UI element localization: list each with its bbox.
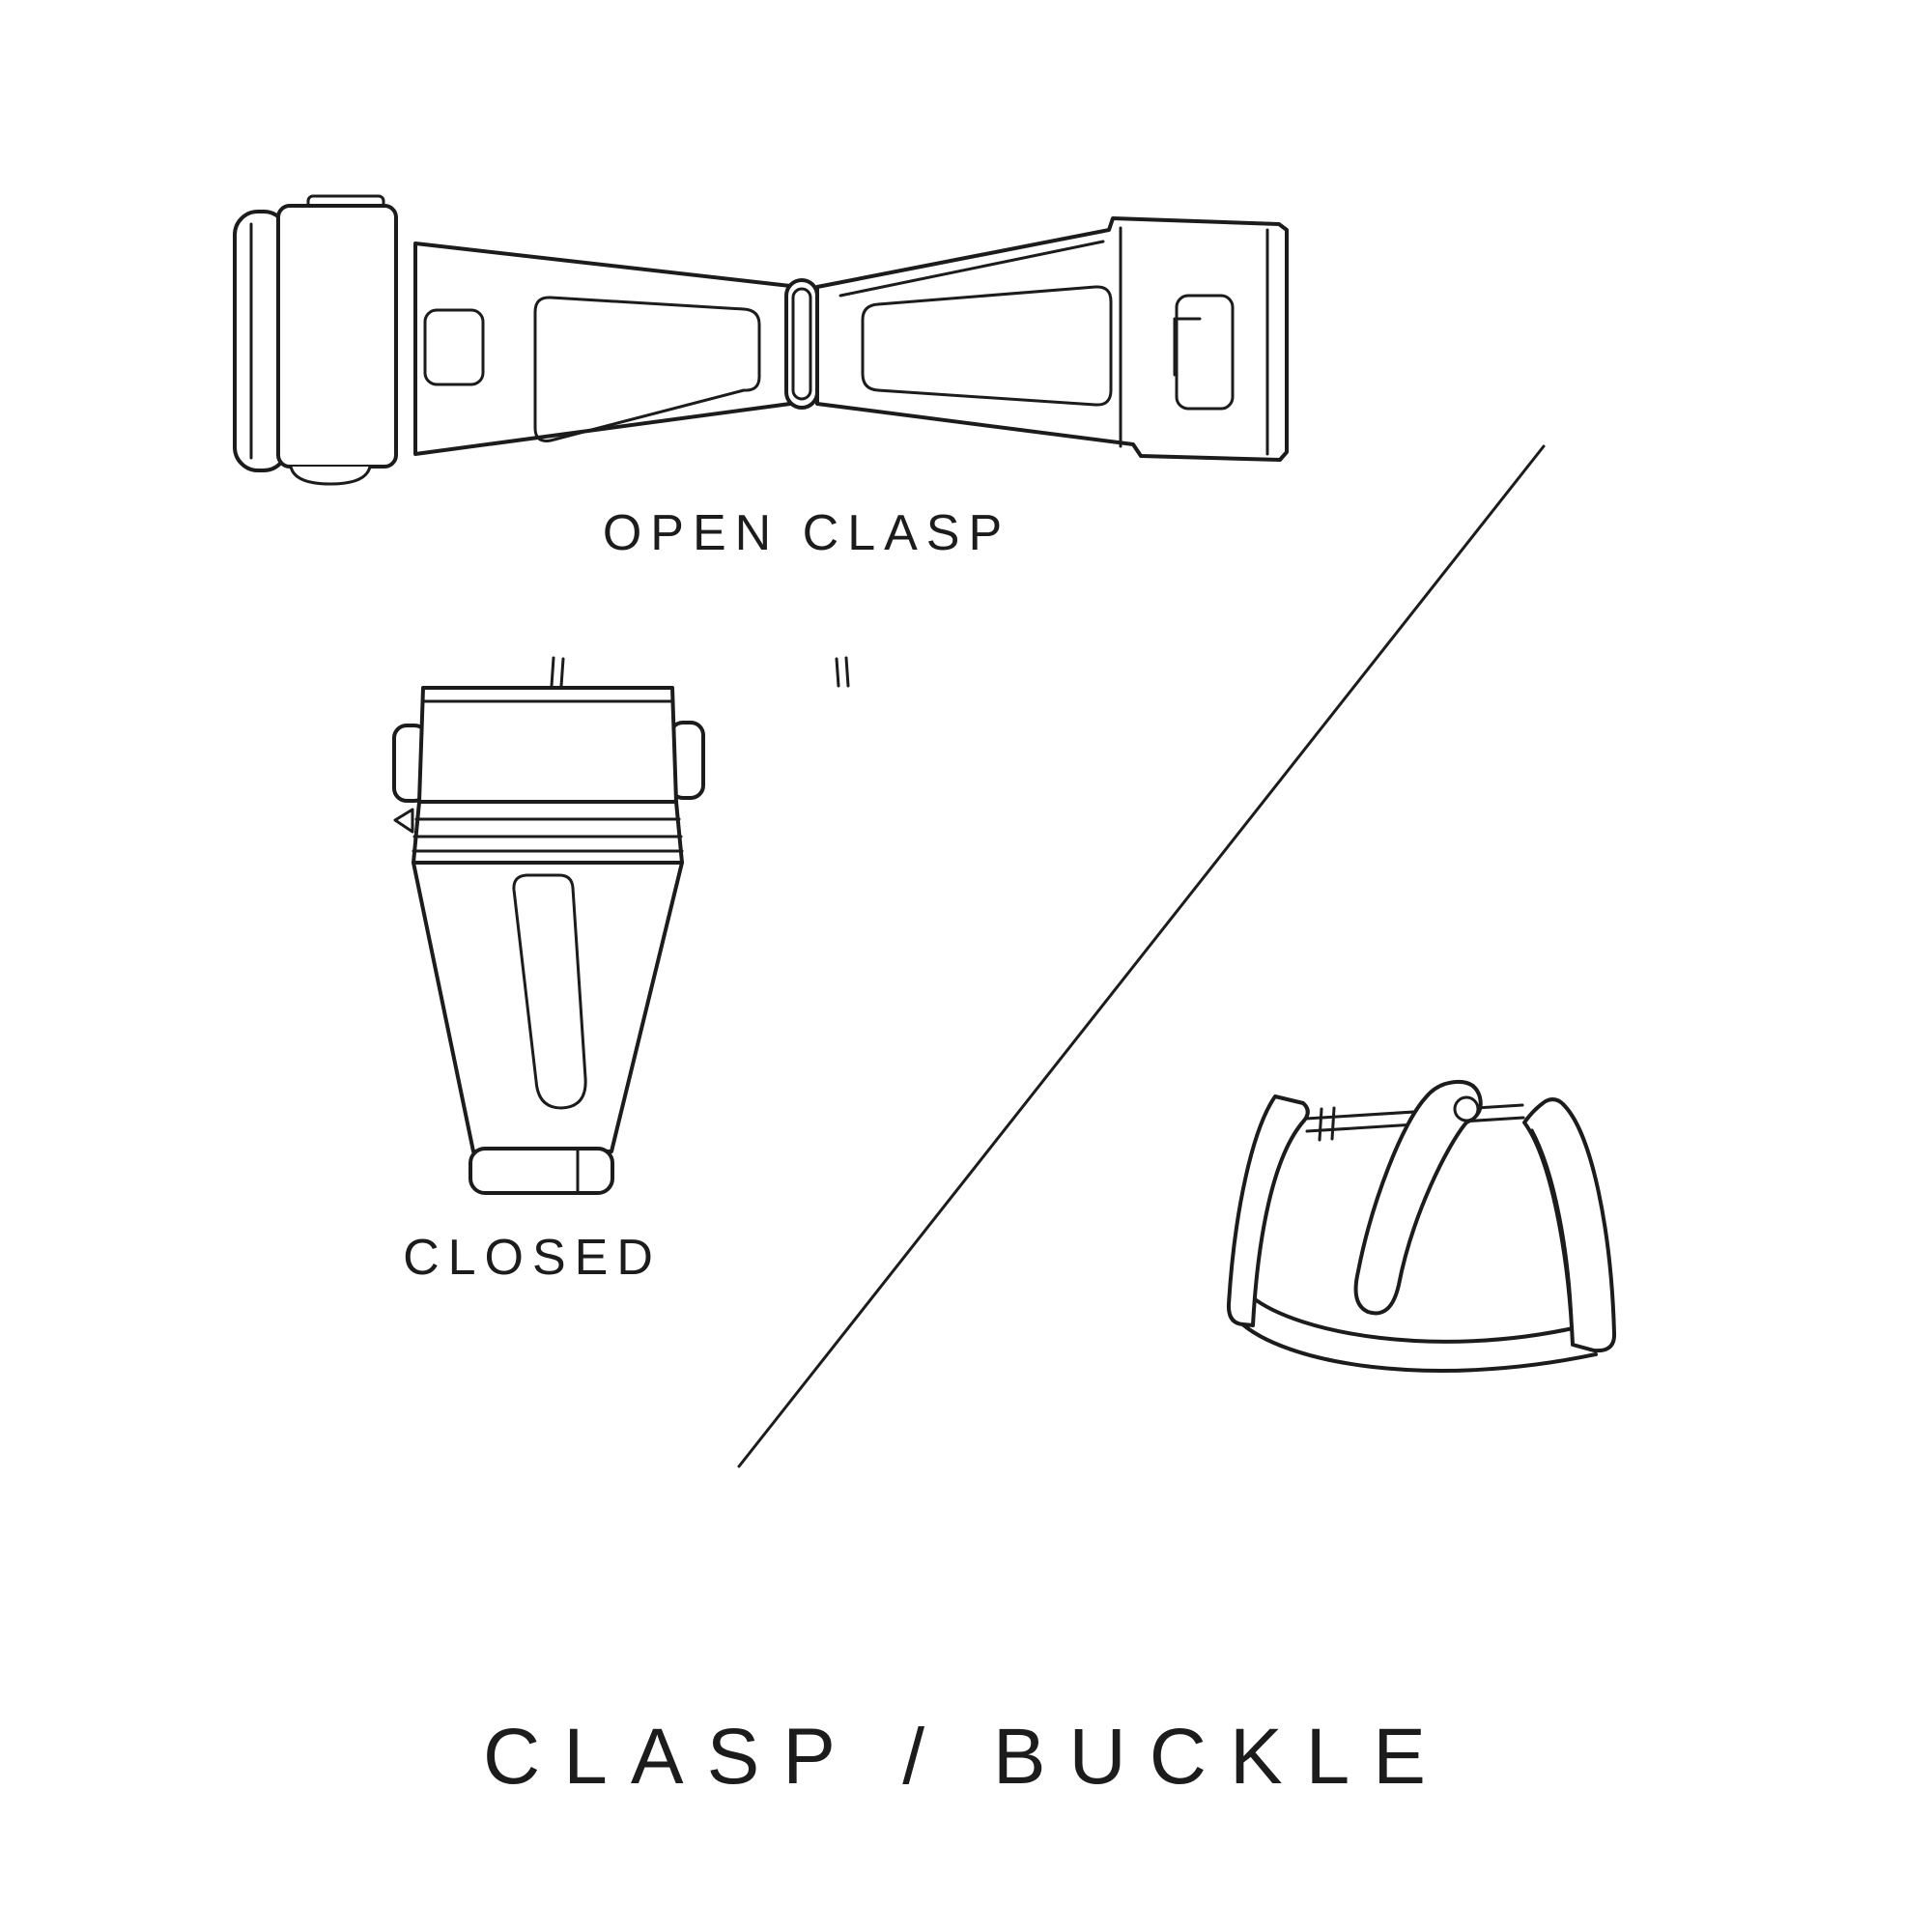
buckle-left-side — [1226, 1094, 1310, 1327]
closed-slot — [512, 873, 587, 1110]
clasp-end-block — [276, 204, 398, 469]
clasp-end-bump — [289, 465, 372, 486]
clasp-right-arm — [815, 216, 1289, 462]
tang-buckle-illustration-icon — [1226, 1079, 1617, 1373]
closed-base — [469, 1147, 614, 1195]
closed-prong — [844, 656, 850, 688]
closed-clasp-caption: CLOSED — [403, 1230, 662, 1286]
buckle-tongue — [1353, 1079, 1483, 1316]
clasp-catch-hook — [1173, 317, 1202, 377]
closed-clasp-illustration-icon — [392, 656, 850, 1195]
clasp-right-fold-line — [838, 240, 1105, 298]
buckle-right-contour — [1530, 1128, 1574, 1323]
closed-body — [412, 861, 684, 1153]
open-clasp-illustration-icon — [233, 194, 1289, 486]
buckle-tongue-loop — [1453, 1095, 1480, 1122]
closed-top-block — [417, 686, 678, 804]
clasp-catch — [1175, 294, 1235, 411]
buckle-pin-tick — [1330, 1106, 1336, 1141]
open-clasp-caption: OPEN CLASP — [602, 505, 1011, 561]
clasp-right-cutout — [861, 285, 1113, 407]
closed-prong — [835, 657, 840, 688]
buckle-bottom-inner — [1249, 1294, 1579, 1344]
clasp-left-cutout — [533, 296, 761, 442]
clasp-hinge-inner — [791, 287, 812, 401]
clasp-hinge — [784, 278, 819, 410]
diagonal-divider-line-icon — [737, 444, 1546, 1468]
closed-prong — [550, 656, 555, 688]
clasp-left-notch — [423, 308, 485, 386]
closed-fold-band — [412, 800, 684, 865]
buckle-pin-tick — [1318, 1107, 1323, 1142]
buckle-bottom-outer — [1237, 1320, 1598, 1373]
closed-prong — [559, 657, 565, 688]
buckle-right-side — [1522, 1097, 1617, 1353]
page-title: CLASP / BUCKLE — [483, 1713, 1449, 1801]
closed-side-notch — [393, 808, 414, 834]
